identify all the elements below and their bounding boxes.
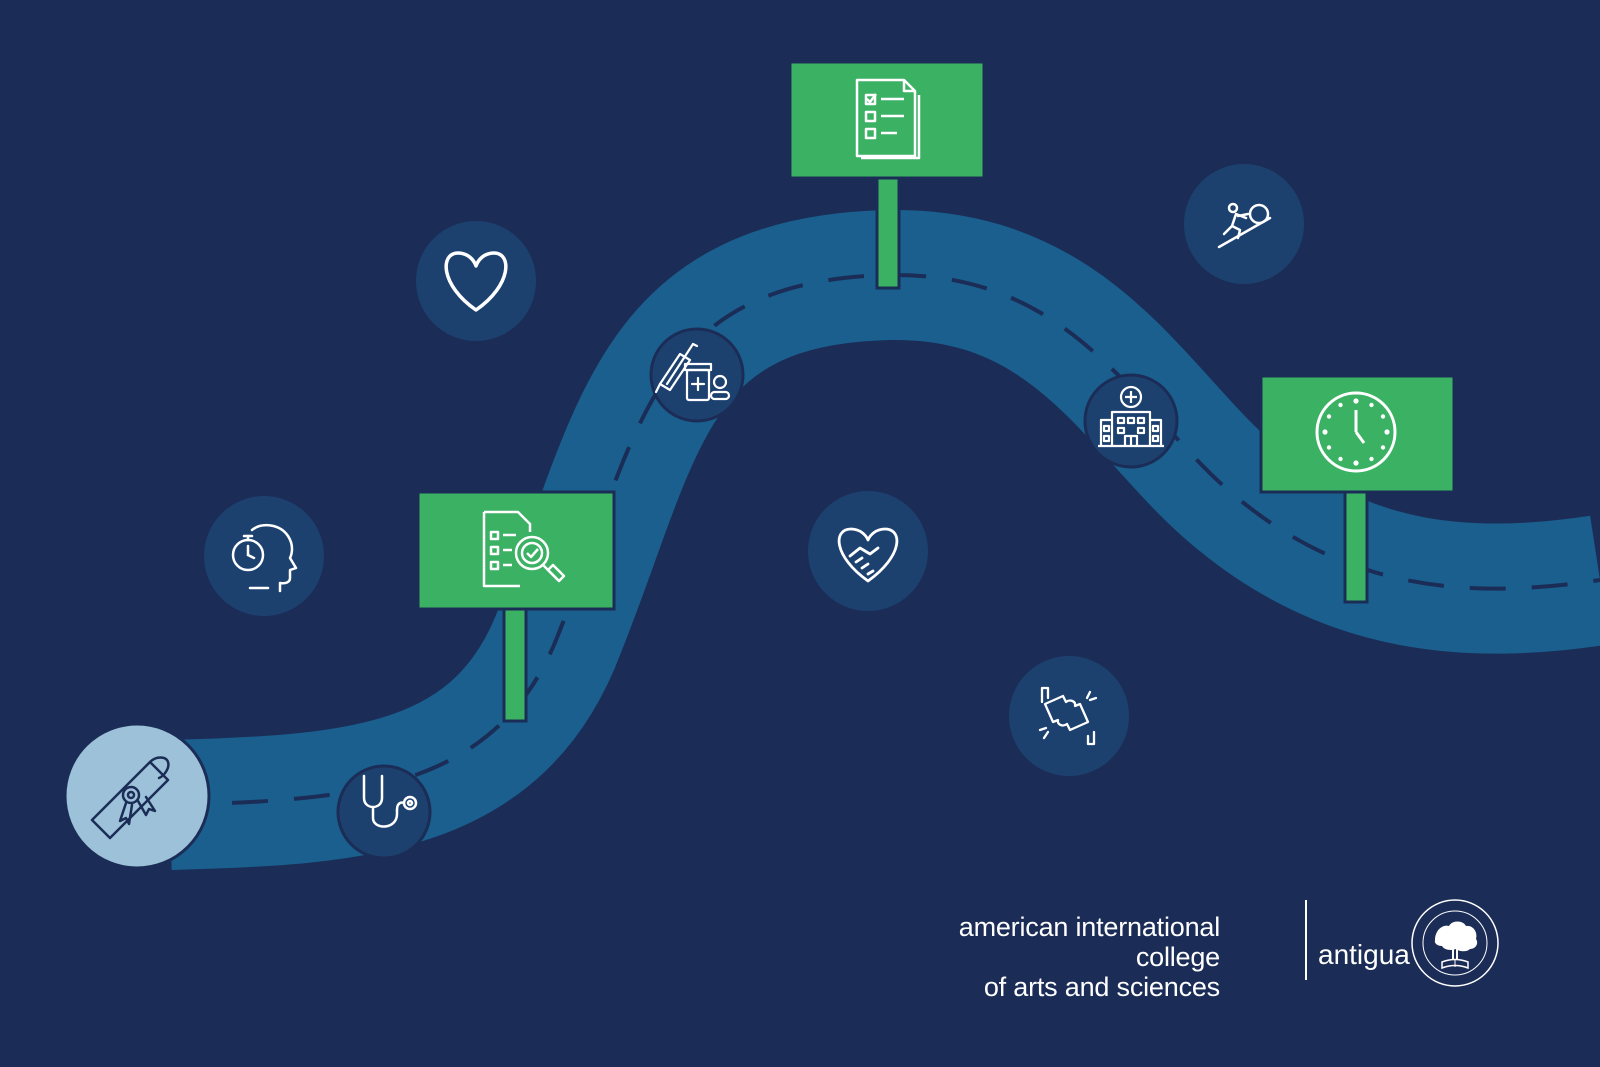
hospital-stop [1083,373,1179,469]
climbing-boulder-icon [1217,202,1272,249]
college-location: antigua [1318,939,1410,970]
stethoscope-stop [336,764,432,860]
college-name: american international college of arts a… [920,912,1220,1002]
hospital-icon [1098,385,1164,448]
college-seal-icon [1411,899,1499,987]
checklist-icon [855,78,921,160]
effort-badge [1184,164,1304,284]
start-stop [63,722,211,870]
syringe-medicine-icon [654,342,731,402]
clock-icon [1315,391,1397,473]
teamwork-badge [1009,656,1129,776]
review-sign-post [502,605,528,723]
deadline-sign [1259,374,1456,494]
head-stopwatch-icon [231,523,298,593]
medicine-stop [649,327,745,423]
college-name-line2: of arts and sciences [983,972,1220,1002]
college-brand: american international college of arts a… [920,899,1510,1002]
checklist-sign [788,60,986,180]
deadline-sign-post [1343,488,1369,604]
puzzle-hands-icon [1038,686,1098,746]
checklist-sign-post [875,176,901,290]
diploma-scroll-icon [90,756,170,840]
review-sign [416,490,616,611]
stethoscope-icon [362,774,418,828]
heart-handshake-icon [837,527,899,583]
brand-divider [1305,900,1307,980]
college-name-line1: american international college [958,912,1220,972]
mind-timer-badge [204,496,324,616]
document-search-icon [482,510,566,588]
heart-badge [416,221,536,341]
care-badge [808,491,928,611]
heart-icon [444,251,508,312]
road-centerline [169,272,1600,807]
